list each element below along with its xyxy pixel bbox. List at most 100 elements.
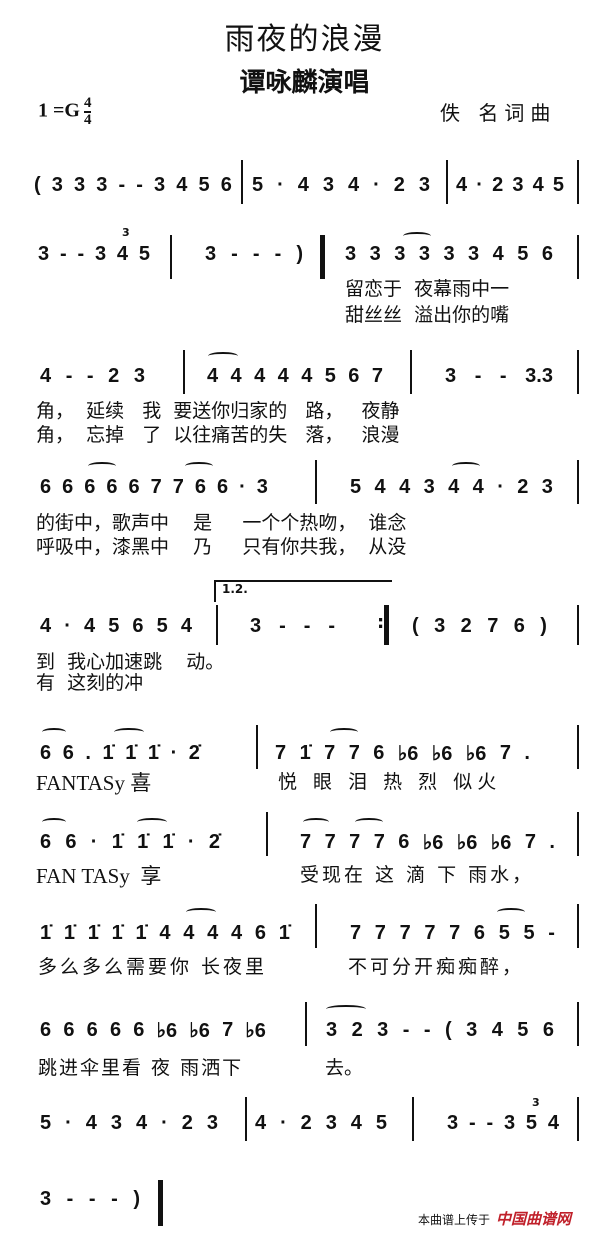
note: 5 bbox=[324, 364, 336, 387]
note: 6 bbox=[398, 830, 410, 853]
note: ♭6 bbox=[397, 742, 419, 765]
note: 1̇ bbox=[147, 741, 159, 764]
note: 2 bbox=[181, 1111, 193, 1134]
measure: 3--- bbox=[250, 613, 335, 639]
time-top: 4 bbox=[83, 95, 92, 113]
dash: - bbox=[66, 1187, 74, 1210]
note: 3 bbox=[466, 1018, 478, 1041]
note: 7 bbox=[524, 830, 536, 853]
note: 6 bbox=[194, 475, 206, 498]
note: 3 bbox=[423, 475, 435, 498]
barline bbox=[577, 725, 579, 769]
note: 5 bbox=[552, 173, 564, 196]
barline bbox=[266, 812, 268, 856]
dash: - bbox=[252, 242, 260, 265]
note: 3 bbox=[369, 242, 381, 265]
note: 3 bbox=[256, 475, 268, 498]
note: 3.3 bbox=[525, 364, 553, 387]
note: 1̇ bbox=[111, 921, 123, 944]
note: 6 bbox=[106, 475, 118, 498]
note: 6 bbox=[132, 614, 144, 637]
barline bbox=[577, 1097, 579, 1141]
note: 3 bbox=[445, 364, 457, 387]
note: 1̇ bbox=[125, 741, 137, 764]
note: 6 bbox=[542, 1018, 554, 1041]
note: ) bbox=[540, 614, 547, 637]
dash: - bbox=[231, 242, 238, 265]
note: ♭6 bbox=[456, 831, 478, 854]
note: · bbox=[497, 475, 504, 498]
note: 5 bbox=[375, 1111, 387, 1134]
note: 6 bbox=[65, 830, 77, 853]
note: 4 bbox=[547, 1111, 559, 1134]
slur bbox=[88, 462, 116, 470]
slur bbox=[186, 908, 216, 916]
note: 3 bbox=[110, 1111, 122, 1134]
note: ( bbox=[34, 173, 41, 196]
note: 3 bbox=[345, 242, 357, 265]
barline bbox=[183, 350, 185, 394]
note: 7 bbox=[499, 741, 511, 764]
lyric-line-1: 的街中，歌声中 是 一个个热吻， 谁念 bbox=[36, 512, 407, 534]
note: 3 bbox=[512, 173, 524, 196]
barline bbox=[315, 460, 317, 504]
lyric-line-2: 甜丝丝 溢出你的嘴 bbox=[345, 304, 510, 326]
note: 3 bbox=[154, 173, 166, 196]
lyric-line-2: 角， 忘掉 了 以往痛苦的失 落， 浪漫 bbox=[36, 424, 400, 446]
note: 4 bbox=[230, 364, 242, 387]
note: 6 bbox=[133, 1018, 145, 1041]
footer-credit: 本曲谱上传于中国曲谱网 bbox=[418, 1208, 571, 1229]
note: 4 bbox=[301, 364, 313, 387]
barline bbox=[315, 904, 317, 948]
note: 4 bbox=[456, 173, 468, 196]
dash: - bbox=[402, 1018, 410, 1041]
dash: - bbox=[474, 364, 482, 387]
note: 6 bbox=[40, 741, 52, 764]
note: 1̇ bbox=[137, 830, 149, 853]
note: 4 bbox=[347, 173, 360, 196]
note: 4 bbox=[40, 614, 52, 637]
note: ♭6 bbox=[156, 1019, 178, 1042]
note: 6 bbox=[220, 173, 232, 196]
slur bbox=[185, 462, 213, 470]
triplet-mark: 3 bbox=[532, 1096, 540, 1109]
lyric-line-1: FANTASy 喜 bbox=[36, 771, 152, 795]
note: ♭6 bbox=[490, 831, 512, 854]
note: 1̇ bbox=[102, 741, 114, 764]
note: 3 bbox=[503, 1111, 516, 1134]
note: 3 bbox=[133, 364, 145, 387]
note: 6 bbox=[109, 1018, 122, 1041]
note: 7 bbox=[487, 614, 499, 637]
barline bbox=[577, 350, 579, 394]
note: 3 bbox=[322, 173, 334, 196]
note: 5 bbox=[517, 1018, 529, 1041]
note: · bbox=[64, 614, 71, 637]
volta-bracket: 1.2. bbox=[214, 580, 392, 602]
note: ) bbox=[133, 1187, 140, 1210]
barline bbox=[216, 605, 218, 645]
barline bbox=[577, 812, 579, 856]
barline bbox=[305, 1002, 307, 1046]
dash: - bbox=[274, 242, 282, 265]
note: ( bbox=[412, 614, 419, 637]
site-logo[interactable]: 中国曲谱网 bbox=[496, 1210, 572, 1228]
note: 5 bbox=[498, 921, 510, 944]
note: 7 bbox=[374, 921, 386, 944]
dash: - bbox=[136, 173, 143, 196]
note: 6 bbox=[84, 475, 96, 498]
note: · bbox=[373, 173, 380, 196]
note: 7 bbox=[275, 741, 287, 764]
note: 2 bbox=[108, 364, 120, 387]
note: 7 bbox=[172, 475, 184, 498]
slur bbox=[303, 818, 329, 826]
note: · bbox=[161, 1111, 168, 1134]
note: 7 bbox=[324, 741, 336, 764]
